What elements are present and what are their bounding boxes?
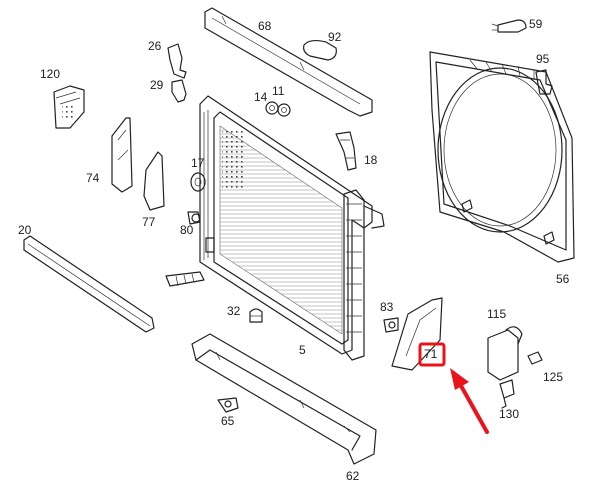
- label-125: 125: [543, 370, 563, 384]
- label-11: 11: [272, 84, 285, 98]
- part-77-side-plate: [143, 151, 165, 211]
- label-92: 92: [328, 30, 342, 44]
- label-71: 71: [424, 347, 438, 361]
- label-77: 77: [142, 215, 156, 229]
- part-17-bushing: [190, 172, 206, 192]
- part-71-bracket: [391, 297, 443, 371]
- label-17: 17: [191, 156, 205, 170]
- label-5: 5: [299, 343, 306, 357]
- part-120-module: [53, 85, 85, 129]
- label-32: 32: [227, 304, 241, 318]
- part-125-screw: [527, 351, 543, 365]
- part-115-module: [487, 326, 523, 381]
- part-68-upper-cover: [204, 7, 373, 117]
- part-74-side-plate: [111, 117, 133, 193]
- label-130: 130: [499, 407, 519, 421]
- label-95: 95: [536, 52, 550, 66]
- label-26: 26: [148, 39, 162, 53]
- part-11-grommet: [277, 103, 291, 117]
- part-14-grommet: [265, 101, 279, 115]
- highlight-box-71: [418, 342, 446, 367]
- part-18-hose-fitting: [335, 131, 357, 171]
- part-130-bolt: [499, 379, 515, 409]
- label-62: 62: [346, 469, 360, 483]
- part-56-fan-shroud: [429, 51, 575, 263]
- label-56: 56: [556, 272, 570, 286]
- label-68: 68: [258, 19, 272, 33]
- part-29-clip: [171, 79, 187, 103]
- part-83-screw: [383, 317, 399, 333]
- part-20-seal-strip: [23, 235, 155, 333]
- label-29: 29: [150, 78, 164, 92]
- part-5-radiator: [199, 95, 385, 361]
- part-32-drain-plug: [249, 308, 263, 323]
- part-62-lower-panel: [191, 333, 377, 465]
- part-65-screw: [217, 397, 239, 413]
- part-92-cap: [303, 39, 337, 61]
- label-120: 120: [40, 67, 60, 81]
- part-labels: 68 92 59 26 29 95 120 14 11 18 17 74 77 …: [18, 17, 570, 483]
- label-74: 74: [86, 171, 100, 185]
- highlight-arrow: [450, 368, 489, 434]
- part-26-clip: [167, 43, 187, 79]
- label-59: 59: [529, 17, 543, 31]
- label-18: 18: [364, 153, 378, 167]
- part-bolt-left: [165, 271, 205, 287]
- label-14: 14: [254, 90, 268, 104]
- label-80: 80: [180, 223, 194, 237]
- label-20: 20: [18, 223, 32, 237]
- part-59-sensor: [491, 19, 527, 33]
- label-83: 83: [380, 300, 394, 314]
- label-115: 115: [487, 307, 506, 321]
- label-65: 65: [221, 414, 235, 428]
